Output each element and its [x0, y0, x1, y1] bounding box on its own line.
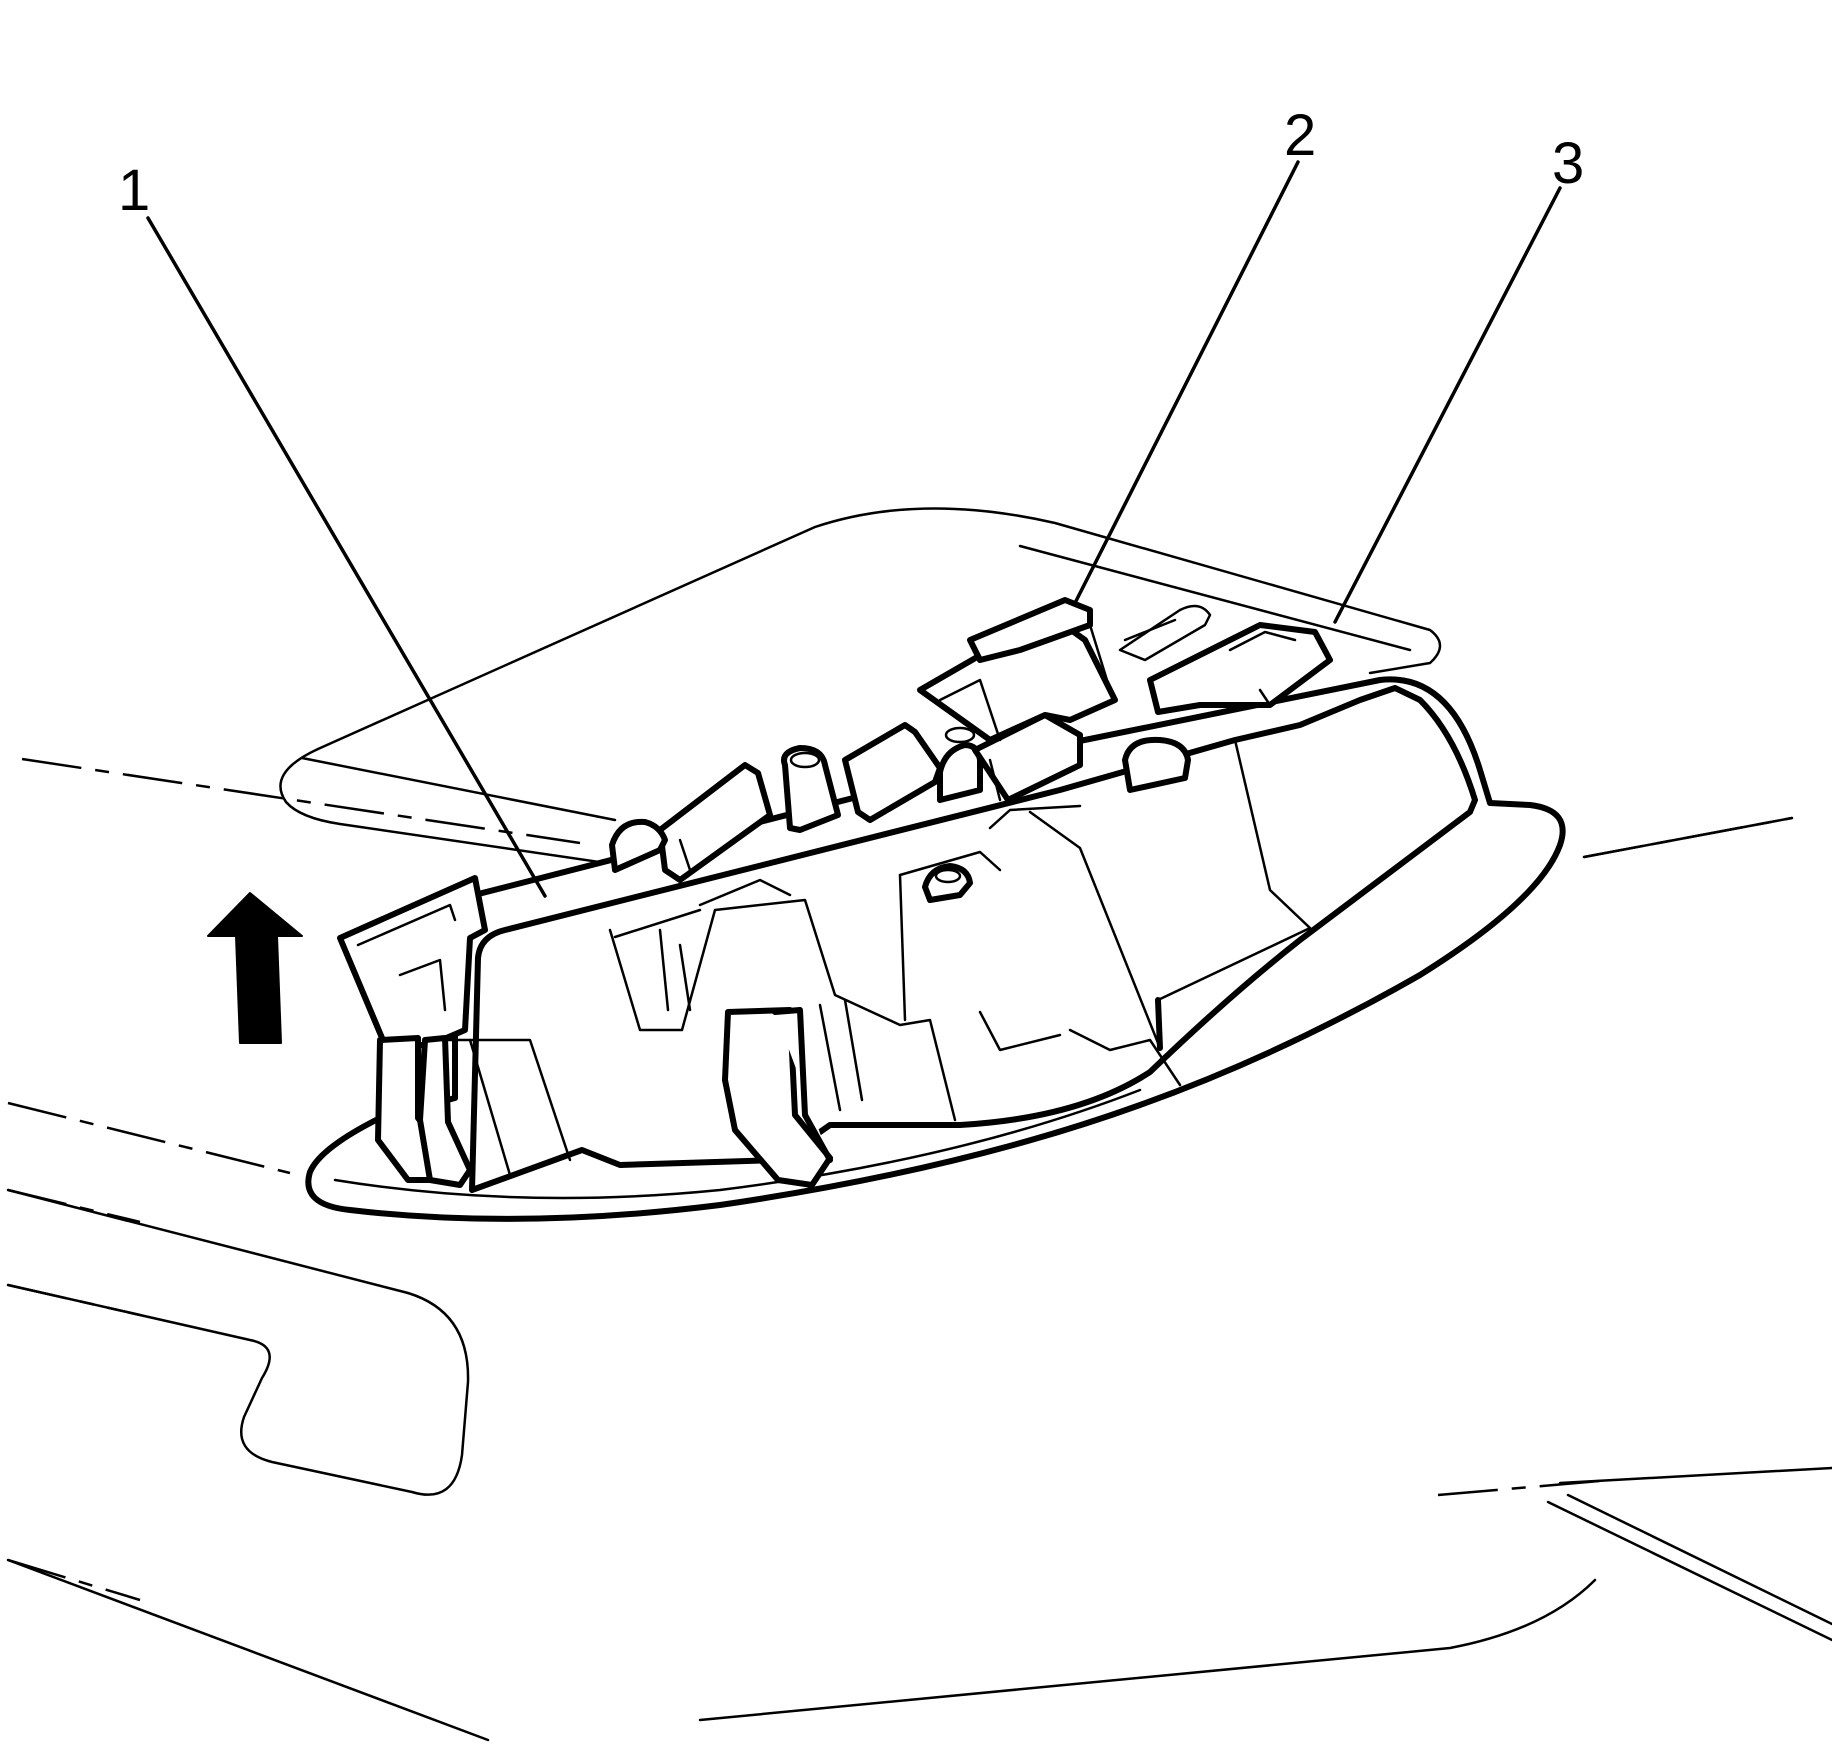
leader-line-2 [1073, 160, 1300, 605]
leader-line-1 [146, 216, 547, 898]
callout-2: 2 [1284, 103, 1316, 168]
callout-3: 3 [1552, 131, 1584, 196]
retaining-clips [337, 875, 833, 1188]
headliner-panel [279, 507, 1442, 870]
callout-1: 1 [118, 158, 150, 223]
up-arrow-icon [207, 892, 303, 1044]
leader-line-3 [1333, 186, 1562, 624]
callout-labels: 1 2 3 [118, 103, 1584, 223]
vehicle-body-contours [6, 757, 1832, 1742]
switch-modules [609, 597, 1333, 903]
leader-lines [146, 160, 1562, 898]
